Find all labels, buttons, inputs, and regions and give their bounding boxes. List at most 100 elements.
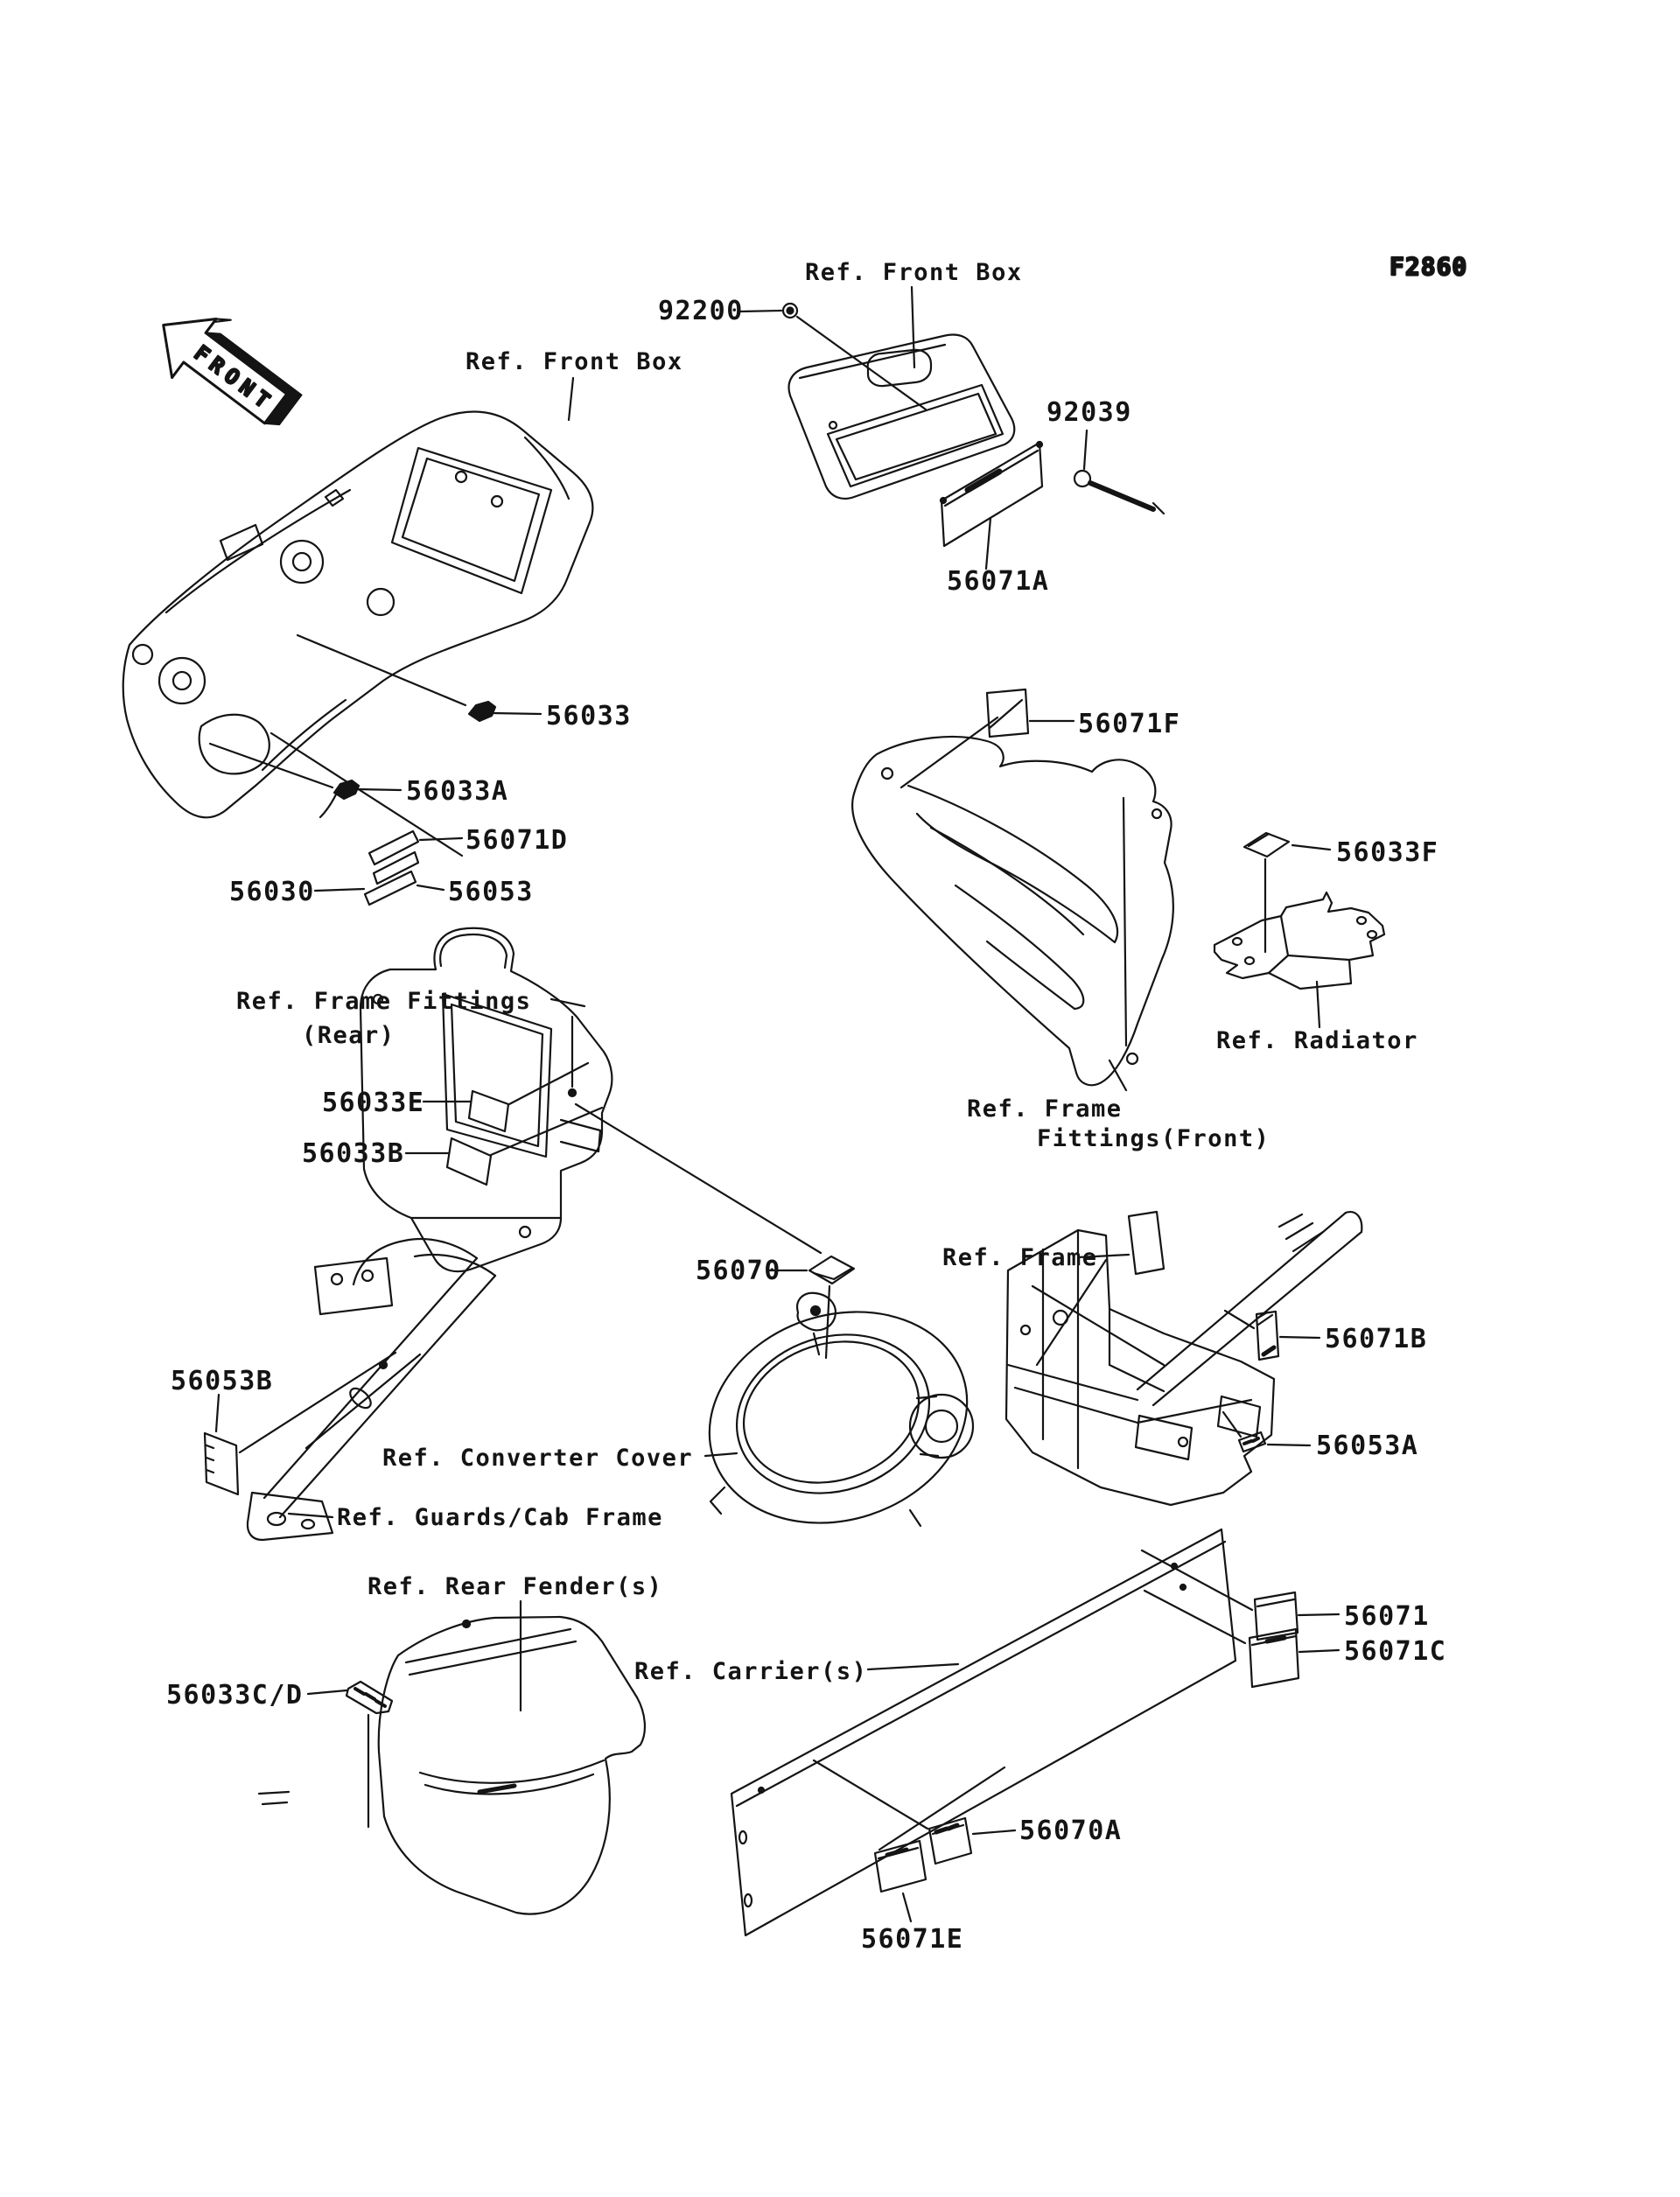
text-layer: Ref. Front Box Ref. Front Box 92200 9203… — [166, 259, 1446, 1955]
side-tab — [559, 1118, 602, 1153]
tube-cap — [1344, 1211, 1363, 1234]
ref-label-guards-cab-frame: Ref. Guards/Cab Frame — [337, 1504, 663, 1531]
hole — [360, 1269, 374, 1283]
part-label-56071: 56071 — [1344, 1601, 1430, 1632]
ref-label-frame-fittings-rear-line1: Ref. Frame Fittings — [236, 988, 531, 1015]
location-line — [1223, 1309, 1256, 1330]
part-label-56071B: 56071B — [1325, 1324, 1427, 1354]
part-label-56033B: 56033B — [302, 1138, 404, 1169]
lid-handle — [866, 348, 933, 388]
leader-56053 — [416, 884, 445, 892]
rivet-dot — [757, 1786, 766, 1795]
location-line-56071C — [1143, 1589, 1247, 1645]
corner-nub — [1035, 440, 1044, 449]
strip-1 — [368, 829, 420, 866]
ref-leader — [1108, 1059, 1128, 1092]
part-label-56071D: 56071D — [466, 825, 568, 856]
front-box-panel-drawing — [122, 410, 594, 819]
location-line-56071E — [878, 1766, 1006, 1851]
inlet-bolt — [809, 1305, 822, 1317]
arch-crease — [418, 1759, 606, 1784]
hole — [1052, 1309, 1069, 1326]
hole — [1355, 915, 1368, 926]
opening-inner — [450, 1003, 544, 1148]
frame-brace — [1031, 1284, 1166, 1367]
fold-line — [1267, 954, 1290, 975]
inlet — [796, 1291, 836, 1332]
strip-3 — [363, 870, 417, 906]
location-line — [795, 315, 928, 411]
ref-front-box-left-leader — [567, 376, 575, 422]
part-label-56070: 56070 — [696, 1256, 781, 1286]
bolt-dot — [567, 1088, 578, 1098]
label-56053A-drawing — [1222, 1410, 1312, 1453]
rib-curve — [954, 884, 1085, 1011]
location-line — [208, 742, 334, 789]
hole — [300, 1518, 316, 1530]
hole — [738, 1830, 748, 1845]
converter-cover-drawing — [704, 1291, 975, 1528]
frame-fittings-rear-drawing — [359, 927, 822, 1273]
label-56071A-drawing — [939, 440, 1044, 570]
column-circle — [158, 656, 206, 705]
ref-label-front-box-top: Ref. Front Box — [805, 259, 1023, 286]
location-line-56071 — [1140, 1549, 1254, 1612]
location-line — [304, 1353, 422, 1450]
bolt-hole — [1125, 1052, 1139, 1066]
hole — [266, 1511, 287, 1527]
leader-line — [984, 516, 992, 570]
dark-dash — [885, 1847, 909, 1858]
tube-hole — [349, 1387, 372, 1410]
hole — [1231, 936, 1243, 947]
label-inner-line — [1247, 832, 1270, 848]
label-outline — [985, 688, 1030, 738]
hole — [518, 1225, 532, 1239]
part-label-56071E: 56071E — [861, 1924, 963, 1955]
top-bracket — [313, 1256, 394, 1316]
label-outline — [203, 1431, 240, 1496]
leader-56071D — [418, 836, 464, 842]
hole — [743, 1893, 753, 1908]
frame-fittings-front-drawing — [851, 735, 1174, 1092]
tube-line — [262, 1256, 479, 1500]
snout-join — [919, 1452, 940, 1458]
stripe — [934, 1823, 960, 1835]
cover-rim-inner — [742, 1340, 920, 1484]
snout — [908, 1393, 975, 1459]
label-56053B-drawing — [203, 1393, 240, 1496]
label-56033B-drawing — [404, 1106, 604, 1186]
tab — [908, 1508, 922, 1528]
rear-fender-drawing — [257, 1599, 646, 1915]
contour-line — [523, 436, 570, 500]
clip-hole — [490, 494, 504, 508]
leader-56030 — [313, 887, 366, 892]
label-outline — [928, 1816, 973, 1865]
part-label-92039: 92039 — [1046, 397, 1132, 428]
location-line — [489, 1106, 604, 1157]
hidden-dash — [257, 1790, 290, 1806]
hitch-box — [1134, 1414, 1194, 1461]
ref-label-front-box-left: Ref. Front Box — [466, 348, 683, 375]
bolt-dot — [461, 1619, 472, 1629]
fender-outline — [377, 1615, 646, 1915]
hatch — [1278, 1213, 1325, 1253]
leader-line — [214, 1393, 220, 1433]
guards-cab-frame-drawing — [238, 1237, 497, 1542]
part-label-56053A: 56053A — [1316, 1431, 1418, 1461]
lid-recess-inner — [835, 392, 998, 481]
leader-line — [1082, 429, 1088, 471]
fold-line — [1279, 914, 1290, 957]
label-outline — [873, 1839, 928, 1893]
location-line — [900, 716, 999, 789]
top-clip-bump — [324, 488, 345, 507]
bolt-hole — [880, 766, 894, 780]
ref-carrier-leader — [866, 1662, 960, 1671]
ref-label-frame-fittings-front-line1: Ref. Frame — [967, 1095, 1123, 1123]
bottom-bracket — [246, 1491, 334, 1542]
hole — [1177, 1436, 1189, 1448]
lid-dot — [828, 420, 838, 430]
cover-rim — [735, 1333, 931, 1494]
window-opening — [390, 446, 553, 595]
corner-nub — [939, 496, 948, 505]
